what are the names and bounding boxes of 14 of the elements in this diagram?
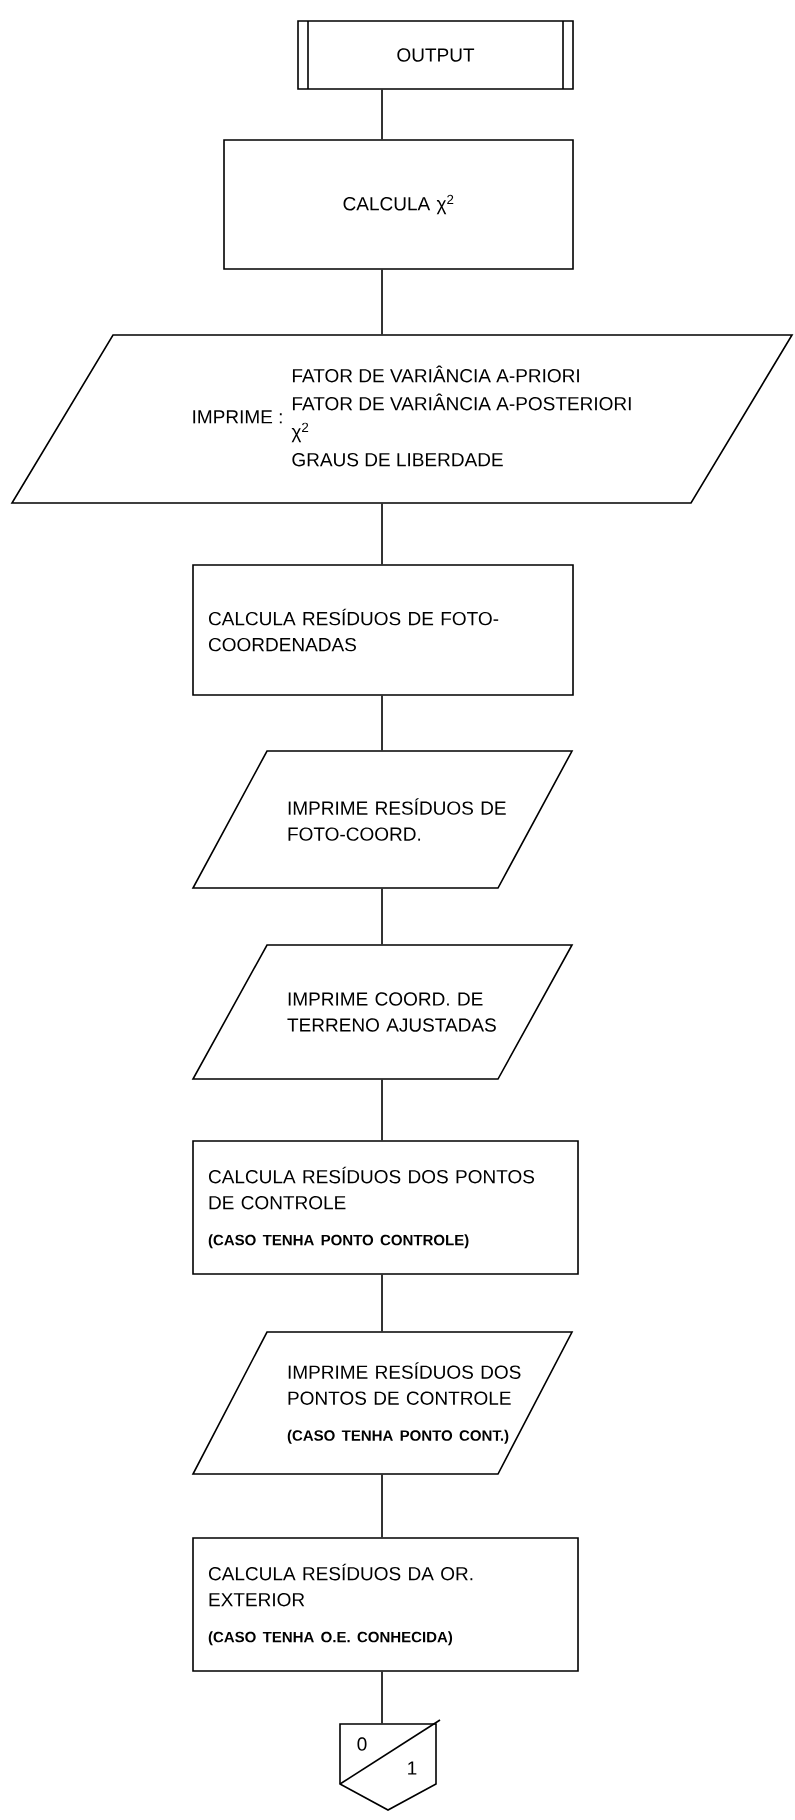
connector-line: [381, 503, 383, 565]
process-box: CALCULA RESÍDUOS DOS PONTOS DE CONTROLE (CASO TENHA PONTO CONTROLE): [192, 1140, 579, 1275]
process-box: CALCULA RESÍDUOS DE FOTO-COORDENADAS: [192, 564, 574, 696]
predefined-process-box: OUTPUT: [297, 20, 574, 90]
connector-line: [381, 1079, 383, 1141]
connector-line: [381, 269, 383, 335]
connector-line: [381, 1671, 383, 1724]
connector-line: [381, 89, 383, 140]
connector-line: [381, 1274, 383, 1332]
process-box: CALCULA RESÍDUOS DA OR. EXTERIOR (CASO TENHA O.E. CONHECIDA): [192, 1537, 579, 1672]
connector-line: [381, 888, 383, 945]
connector-line: [381, 1474, 383, 1538]
process-box: CALCULA χ$^{2}$: [223, 139, 574, 270]
connector-line: [381, 695, 383, 751]
